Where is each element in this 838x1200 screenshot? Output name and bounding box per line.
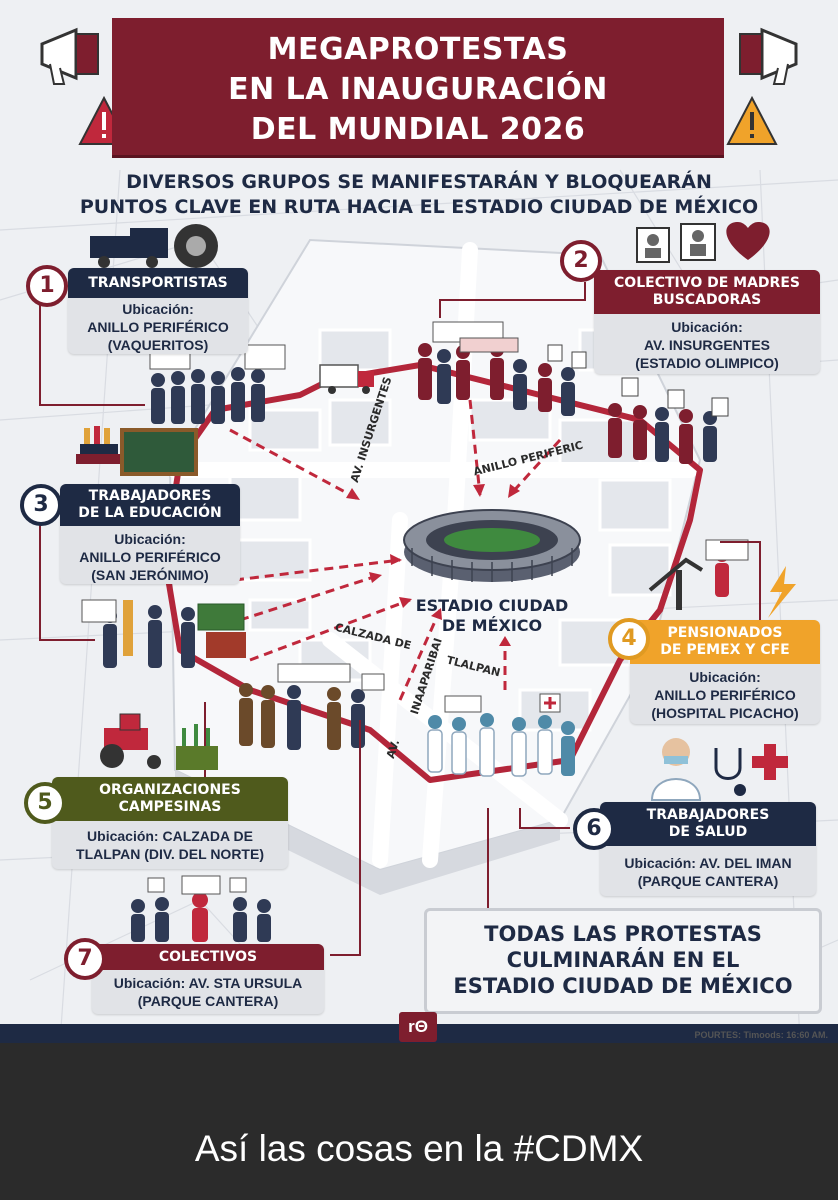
group-6-name-line-1: TRABAJADORES xyxy=(646,807,770,823)
group-4-header: PENSIONADOS DE PEMEX Y CFE xyxy=(630,620,820,664)
warning-icon xyxy=(726,95,778,145)
books-icon xyxy=(76,426,120,464)
group-1-card: TRANSPORTISTAS Ubicación: ANILLO PERIFÉR… xyxy=(68,268,248,354)
caption-text: Así las cosas en la #CDMX xyxy=(194,1128,644,1169)
group-6-header: TRABAJADORES DE SALUD xyxy=(600,802,816,846)
stadium-label-line-1: ESTADIO CIUDAD xyxy=(415,596,569,615)
megaphone-icon xyxy=(40,27,99,85)
crowd-colectivos xyxy=(131,875,271,942)
group-7-location-line-1: Ubicación: AV. STA URSULA xyxy=(113,975,303,991)
group-4-name-line-2: DE PEMEX Y CFE xyxy=(660,642,790,658)
group-5-number: 5 xyxy=(24,782,66,824)
oil-pump-icon xyxy=(648,557,704,610)
title-line-3: DEL MUNDIAL 2026 xyxy=(250,112,586,147)
group-4-location-place: ANILLO PERIFÉRICO xyxy=(654,687,796,703)
crowd-educacion xyxy=(81,599,246,668)
group-2-location-detail: (ESTADIO OLIMPICO) xyxy=(635,355,779,371)
group-4-location-detail: (HOSPITAL PICACHO) xyxy=(651,705,799,721)
tire-icon xyxy=(174,224,218,268)
crowd-salud xyxy=(427,693,575,777)
group-2-header: COLECTIVO DE MADRES BUSCADORAS xyxy=(594,270,820,314)
group-2-name-line-2: BUSCADORAS xyxy=(652,292,762,308)
group-4-card: PENSIONADOS DE PEMEX Y CFE Ubicación: AN… xyxy=(630,620,820,724)
group-3-location-detail: (SAN JERÓNIMO) xyxy=(91,567,209,583)
portrait-icon xyxy=(636,223,716,263)
group-2-location-label: Ubicación: xyxy=(671,319,743,335)
group-3-card: TRABAJADORES DE LA EDUCACIÓN Ubicación: … xyxy=(60,484,240,584)
group-5-name-line-2: CAMPESINAS xyxy=(118,799,222,815)
crowd-pensionados xyxy=(705,539,749,597)
group-3-name-line-1: TRABAJADORES xyxy=(88,488,212,504)
group-5-location-line-1: Ubicación: CALZADA DE xyxy=(87,828,253,844)
group-4-number: 4 xyxy=(608,618,650,660)
final-message-line-1: TODAS LAS PROTESTAS xyxy=(484,922,762,946)
title-line-1: MEGAPROTESTAS xyxy=(267,32,569,67)
stadium-label-line-2: DE MÉXICO xyxy=(441,616,543,635)
group-6-name-line-2: DE SALUD xyxy=(668,824,748,840)
group-5-name-line-1: ORGANIZACIONES xyxy=(99,782,241,798)
heart-icon xyxy=(726,222,770,260)
crops-icon xyxy=(176,724,218,770)
title-banner: MEGAPROTESTAS EN LA INAUGURACIÓN DEL MUN… xyxy=(112,18,724,155)
chalkboard-icon xyxy=(120,428,198,476)
title-line-2: EN LA INAUGURACIÓN xyxy=(228,72,608,107)
crowd-madres-buscadoras xyxy=(418,321,729,464)
group-1-location-place: ANILLO PERIFÉRICO xyxy=(87,319,229,335)
doctor-icon xyxy=(650,738,702,801)
group-4-name-line-1: PENSIONADOS xyxy=(667,625,783,641)
final-message-box: TODAS LAS PROTESTAS CULMINARÁN EN EL EST… xyxy=(424,908,822,1014)
group-7-location-line-2: (PARQUE CANTERA) xyxy=(137,993,279,1009)
group-5-card: ORGANIZACIONES CAMPESINAS Ubicación: CAL… xyxy=(52,777,288,869)
group-2-location-place: AV. INSURGENTES xyxy=(643,337,771,353)
group-4-location-label: Ubicación: xyxy=(689,669,761,685)
group-1-number: 1 xyxy=(26,265,68,307)
group-6-number: 6 xyxy=(573,808,615,850)
group-1-location-detail: (VAQUERITOS) xyxy=(107,337,209,353)
group-6-location-line-2: (PARQUE CANTERA) xyxy=(637,873,779,889)
stethoscope-icon xyxy=(714,748,746,796)
group-5-location-line-2: TLALPAN (DIV. DEL NORTE) xyxy=(76,846,264,862)
tractor-icon xyxy=(100,713,161,769)
final-message-line-2: CULMINARÁN EN EL xyxy=(506,948,740,972)
group-3-header: TRABAJADORES DE LA EDUCACIÓN xyxy=(60,484,240,526)
group-2-name-line-1: COLECTIVO DE MADRES xyxy=(614,275,800,291)
group-7-header: COLECTIVOS xyxy=(92,944,324,970)
stadium-icon xyxy=(403,509,581,582)
group-5-header: ORGANIZACIONES CAMPESINAS xyxy=(52,777,288,821)
group-3-location-label: Ubicación: xyxy=(114,531,186,547)
group-7-number: 7 xyxy=(64,938,106,980)
group-1-header: TRANSPORTISTAS xyxy=(68,268,248,298)
group-6-card: TRABAJADORES DE SALUD Ubicación: AV. DEL… xyxy=(600,802,816,896)
group-6-location-line-1: Ubicación: AV. DEL IMAN xyxy=(624,855,792,871)
group-3-location-place: ANILLO PERIFÉRICO xyxy=(79,549,221,565)
truck-icon xyxy=(90,228,168,268)
group-2-card: COLECTIVO DE MADRES BUSCADORAS Ubicación… xyxy=(594,270,820,374)
final-message-line-3: ESTADIO CIUDAD DE MÉXICO xyxy=(453,974,793,998)
megaphone-icon xyxy=(739,27,798,85)
group-2-number: 2 xyxy=(560,240,602,282)
group-3-number: 3 xyxy=(20,484,62,526)
group-7-card: COLECTIVOS Ubicación: AV. STA URSULA (PA… xyxy=(92,944,324,1014)
crowd-campesinos xyxy=(239,663,385,750)
group-1-location-label: Ubicación: xyxy=(122,301,194,317)
lightning-icon xyxy=(768,566,796,618)
subtitle-line-2: PUNTOS CLAVE EN RUTA HACIA EL ESTADIO CI… xyxy=(79,196,759,218)
credit-text: POURTES: Timoods: 16:60 AM. xyxy=(694,1030,828,1040)
subtitle-line-1: DIVERSOS GRUPOS SE MANIFESTARÁN Y BLOQUE… xyxy=(126,171,712,193)
group-3-name-line-2: DE LA EDUCACIÓN xyxy=(78,505,222,521)
stadium-label: ESTADIO CIUDAD DE MÉXICO xyxy=(398,596,586,636)
caption-area xyxy=(0,1043,838,1200)
truck-icon xyxy=(319,364,374,394)
medical-cross-icon xyxy=(752,744,788,780)
infographic-poster: MEGAPROTESTAS EN LA INAUGURACIÓN DEL MUN… xyxy=(0,0,838,1043)
publisher-logo: rΘ xyxy=(399,1012,437,1042)
